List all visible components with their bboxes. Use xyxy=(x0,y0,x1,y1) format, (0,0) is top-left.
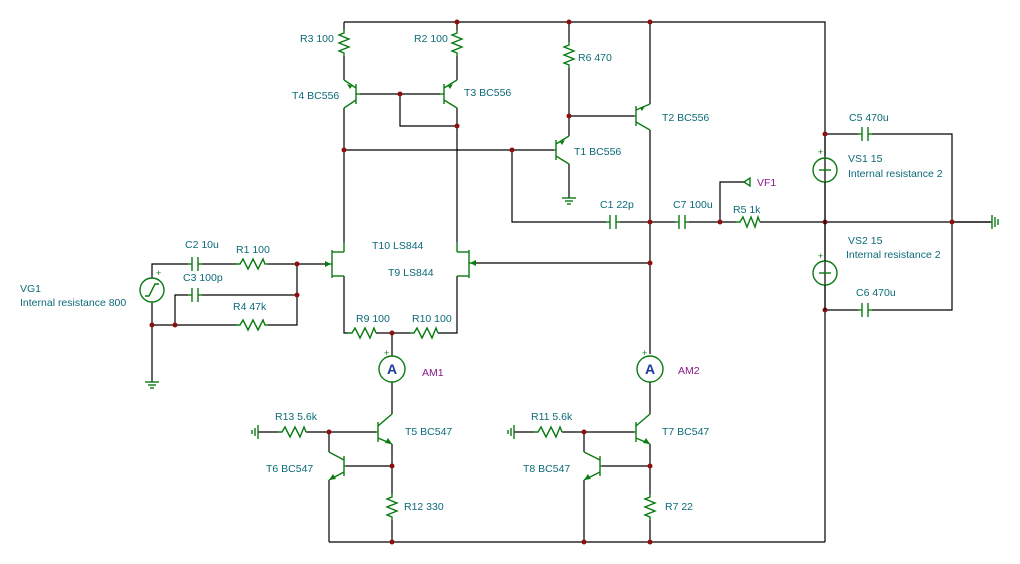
r13-resistor xyxy=(278,425,307,439)
vg1-label: VG1 xyxy=(20,283,41,295)
t10-jfet xyxy=(325,242,345,278)
t9-label: T9 LS844 xyxy=(388,267,434,279)
am1-label: AM1 xyxy=(422,367,444,379)
vf1-probe-icon xyxy=(743,176,751,188)
r11-resistor xyxy=(534,425,563,439)
c6-capacitor xyxy=(858,303,872,317)
t2-label: T2 BC556 xyxy=(662,112,709,124)
ground-icon xyxy=(507,425,515,439)
r1-label: R1 100 xyxy=(236,244,270,256)
r5-resistor xyxy=(736,214,761,230)
t7-label: T7 BC547 xyxy=(662,426,709,438)
r6-resistor xyxy=(562,42,576,68)
vs2-label: VS2 15 xyxy=(848,235,883,247)
t7-transistor xyxy=(634,413,651,445)
t9-jfet xyxy=(456,242,476,278)
r12-resistor xyxy=(385,494,399,520)
svg-text:+: + xyxy=(156,268,161,278)
r12-label: R12 330 xyxy=(404,501,444,513)
r4-resistor xyxy=(236,318,268,332)
r4-label: R4 47k xyxy=(233,301,267,313)
t5-label: T5 BC547 xyxy=(405,426,452,438)
t1-transistor xyxy=(554,135,570,165)
t4-transistor xyxy=(343,79,360,109)
vs1-label: VS1 15 xyxy=(848,153,883,165)
t8-label: T8 BC547 xyxy=(523,463,570,475)
t6-transistor xyxy=(328,451,346,481)
c2-capacitor xyxy=(188,257,202,271)
t3-transistor xyxy=(440,79,458,109)
r2-label: R2 100 xyxy=(414,33,448,45)
vs1-internal-label: Internal resistance 2 xyxy=(848,168,943,180)
svg-text:A: A xyxy=(387,361,397,377)
c2-label: C2 10u xyxy=(185,239,219,251)
t8-transistor xyxy=(583,451,602,481)
r9-label: R9 100 xyxy=(356,313,390,325)
vg1-internal-label: Internal resistance 800 xyxy=(20,297,126,309)
r2-resistor xyxy=(450,30,464,56)
c7-capacitor xyxy=(675,215,689,229)
r5-label: R5 1k xyxy=(733,204,761,216)
r7-label: R7 22 xyxy=(665,501,693,513)
t10-label: T10 LS844 xyxy=(372,240,424,252)
r9-resistor xyxy=(348,326,377,340)
component-labels: R3 100 R2 100 R6 470 T4 BC556 T3 BC556 T… xyxy=(20,33,943,513)
t4-label: T4 BC556 xyxy=(292,90,339,102)
am1-ammeter: A + xyxy=(378,348,406,383)
svg-text:+: + xyxy=(384,348,389,358)
r3-label: R3 100 xyxy=(300,33,334,45)
t2-transistor xyxy=(634,103,651,131)
t5-transistor xyxy=(376,413,393,445)
c3-capacitor xyxy=(188,288,202,302)
c1-capacitor xyxy=(606,215,620,229)
t6-label: T6 BC547 xyxy=(266,463,313,475)
r11-label: R11 5.6k xyxy=(531,411,573,423)
ground-icon xyxy=(562,197,576,205)
am2-ammeter: A + xyxy=(636,348,664,383)
svg-text:+: + xyxy=(818,147,823,157)
r10-label: R10 100 xyxy=(412,313,452,325)
vf1-label: VF1 xyxy=(757,177,776,189)
c3-label: C3 100p xyxy=(183,272,223,284)
svg-text:+: + xyxy=(818,251,823,261)
ground-icon xyxy=(251,425,259,439)
t3-label: T3 BC556 xyxy=(464,87,511,99)
c7-label: C7 100u xyxy=(673,199,713,211)
r10-resistor xyxy=(410,326,439,340)
junction-dots xyxy=(149,19,955,545)
vg1-signal-source: + xyxy=(139,268,165,303)
vs2-internal-label: Internal resistance 2 xyxy=(846,249,941,261)
r7-resistor xyxy=(643,494,657,520)
c1-label: C1 22p xyxy=(600,199,634,211)
r13-label: R13 5.6k xyxy=(275,411,318,423)
svg-text:A: A xyxy=(645,361,655,377)
r1-resistor xyxy=(236,257,268,271)
c6-label: C6 470u xyxy=(856,287,896,299)
r6-label: R6 470 xyxy=(578,52,612,64)
ground-icon xyxy=(991,215,999,229)
am2-label: AM2 xyxy=(678,365,700,377)
ground-icon xyxy=(145,381,159,389)
c5-label: C5 470u xyxy=(849,112,889,124)
r3-resistor xyxy=(337,30,351,56)
c5-capacitor xyxy=(858,127,872,141)
t1-label: T1 BC556 xyxy=(574,146,621,158)
svg-text:+: + xyxy=(642,348,647,358)
